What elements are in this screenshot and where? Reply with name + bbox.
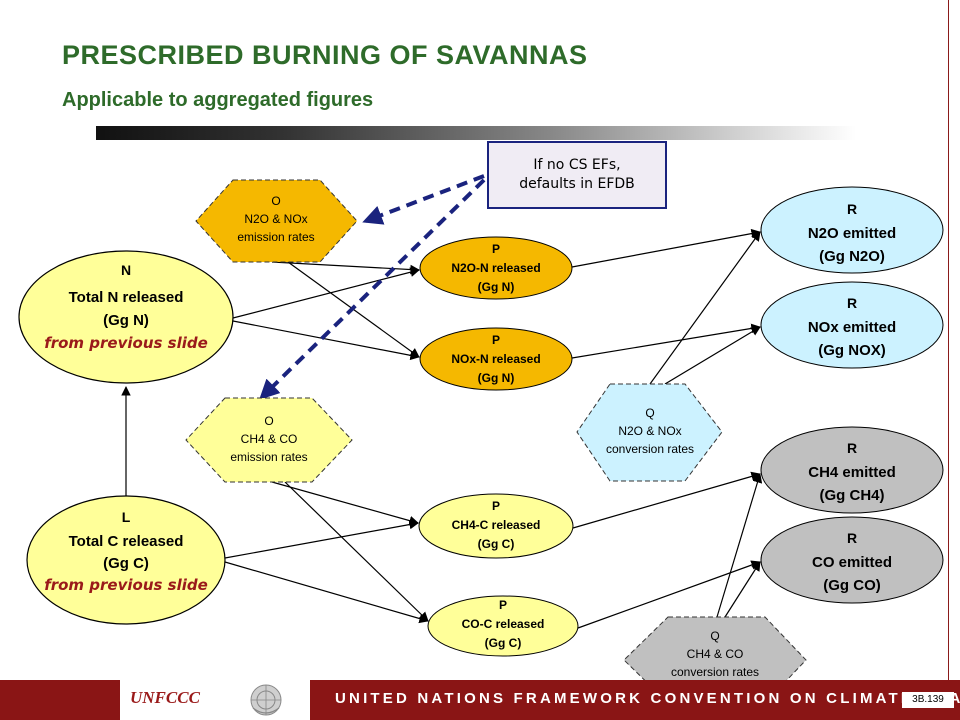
arrow-n-to-p-nox: [232, 320, 420, 361]
node-n2o-nox-conversion-rates: Q N2O & NOx conversion rates: [576, 383, 723, 482]
node-label: CH4 emitted: [808, 464, 896, 481]
slide-title: PRESCRIBED BURNING OF SAVANNAS: [62, 40, 588, 70]
node-label: N2O & NOx: [618, 424, 681, 438]
node-unit: (Gg N): [103, 312, 149, 329]
node-label-2: emission rates: [237, 230, 314, 244]
node-label: CO emitted: [812, 554, 892, 571]
node-unit: (Gg C): [478, 537, 515, 551]
arrow-p-ch4-to-r-ch4: [572, 471, 761, 529]
arrow-q-to-r-nox: [664, 326, 761, 385]
node-code: P: [492, 333, 500, 347]
dashed-arrow-to-o-n2o: [362, 174, 485, 225]
node-total-c-released: L Total C released (Gg C) from previous …: [26, 495, 226, 625]
node-co-emitted: R CO emitted (Gg CO): [760, 516, 944, 604]
title-rule: [96, 126, 856, 140]
node-unit: (Gg C): [485, 636, 522, 650]
node-code: R: [847, 440, 857, 456]
note-box-defaults: If no CS EFs, defaults in EFDB: [487, 141, 667, 209]
node-unit: (Gg N): [478, 280, 515, 294]
node-ch4-co-emission-rates: O CH4 & CO emission rates: [185, 397, 353, 483]
arrow-q2-to-r-co: [724, 561, 761, 618]
node-code: P: [492, 242, 500, 256]
footer-banner-text: UNITED NATIONS FRAMEWORK CONVENTION ON C…: [335, 690, 960, 707]
node-code: Q: [710, 629, 719, 643]
unfccc-logo: UNFCCC: [130, 688, 200, 707]
arrow-q2-to-r-ch4: [716, 473, 763, 618]
node-label-2: conversion rates: [606, 442, 694, 456]
node-label: CH4-C released: [452, 518, 541, 532]
arrow-l-to-p-ch4: [224, 519, 419, 559]
node-label: CH4 & CO: [687, 647, 744, 661]
node-total-n-released: N Total N released (Gg N) from previous …: [18, 250, 234, 384]
node-unit: (Gg N2O): [819, 248, 885, 265]
node-unit: (Gg C): [103, 555, 149, 572]
node-code: P: [499, 598, 507, 612]
node-label: N2O emitted: [808, 225, 896, 242]
node-n2o-emitted: R N2O emitted (Gg N2O): [760, 186, 944, 274]
slide-frame: [948, 0, 949, 680]
node-n2o-nox-emission-rates: O N2O & NOx emission rates: [195, 179, 358, 263]
node-nox-n-released: P NOx-N released (Gg N): [419, 327, 573, 391]
arrow-o-to-p-n2o: [271, 261, 420, 275]
arrow-q-to-r-n2o: [649, 231, 761, 385]
node-label: N2O-N released: [451, 261, 540, 275]
footer-banner: UNFCCC UNITED NATIONS FRAMEWORK CONVENTI…: [0, 680, 960, 720]
dashed-arrow-to-o-ch4: [259, 178, 486, 400]
node-unit: (Gg CO): [823, 577, 881, 594]
node-label-2: emission rates: [230, 450, 307, 464]
node-label: N2O & NOx: [244, 212, 307, 226]
node-ch4-c-released: P CH4-C released (Gg C): [418, 493, 574, 559]
arrow-p-n2o-to-r-n2o: [571, 228, 761, 268]
node-unit: (Gg NOX): [818, 342, 886, 359]
slide-number: 3B.139: [902, 692, 954, 708]
node-code: P: [492, 499, 500, 513]
node-label: CO-C released: [462, 617, 545, 631]
node-co-c-released: P CO-C released (Gg C): [427, 595, 579, 657]
node-code: O: [264, 414, 273, 428]
node-nox-emitted: R NOx emitted (Gg NOX): [760, 281, 944, 369]
node-code: L: [122, 509, 131, 525]
node-source-note: from previous slide: [44, 576, 208, 594]
arrow-l-to-p-co: [224, 561, 429, 624]
node-label-2: conversion rates: [671, 665, 759, 679]
arrow-o2-to-p-ch4: [271, 481, 419, 526]
node-label: NOx emitted: [808, 319, 896, 336]
flow-diagram: N Total N released (Gg N) from previous …: [18, 174, 944, 680]
node-unit: (Gg CH4): [820, 487, 885, 504]
node-code: R: [847, 201, 857, 217]
note-line-1: If no CS EFs,: [533, 157, 621, 173]
node-code: O: [271, 194, 280, 208]
arrow-n-to-p-n2o: [232, 267, 420, 319]
slide-subtitle: Applicable to aggregated figures: [62, 89, 374, 111]
node-code: R: [847, 530, 857, 546]
node-label: Total C released: [69, 533, 184, 550]
node-code: R: [847, 295, 857, 311]
node-unit: (Gg N): [478, 371, 515, 385]
node-label: CH4 & CO: [241, 432, 298, 446]
arrow-o2-to-p-co: [284, 481, 429, 622]
node-n2o-n-released: P N2O-N released (Gg N): [419, 236, 573, 300]
node-ch4-emitted: R CH4 emitted (Gg CH4): [760, 426, 944, 514]
node-code: N: [121, 262, 131, 278]
node-code: Q: [645, 406, 654, 420]
node-label: Total N released: [69, 289, 184, 306]
node-label: NOx-N released: [451, 352, 540, 366]
note-line-2: defaults in EFDB: [519, 176, 635, 192]
node-source-note: from previous slide: [44, 334, 208, 352]
node-ch4-co-conversion-rates: Q CH4 & CO conversion rates: [623, 616, 807, 680]
arrow-p-nox-to-r-nox: [571, 323, 761, 359]
un-emblem-icon: [250, 684, 282, 716]
